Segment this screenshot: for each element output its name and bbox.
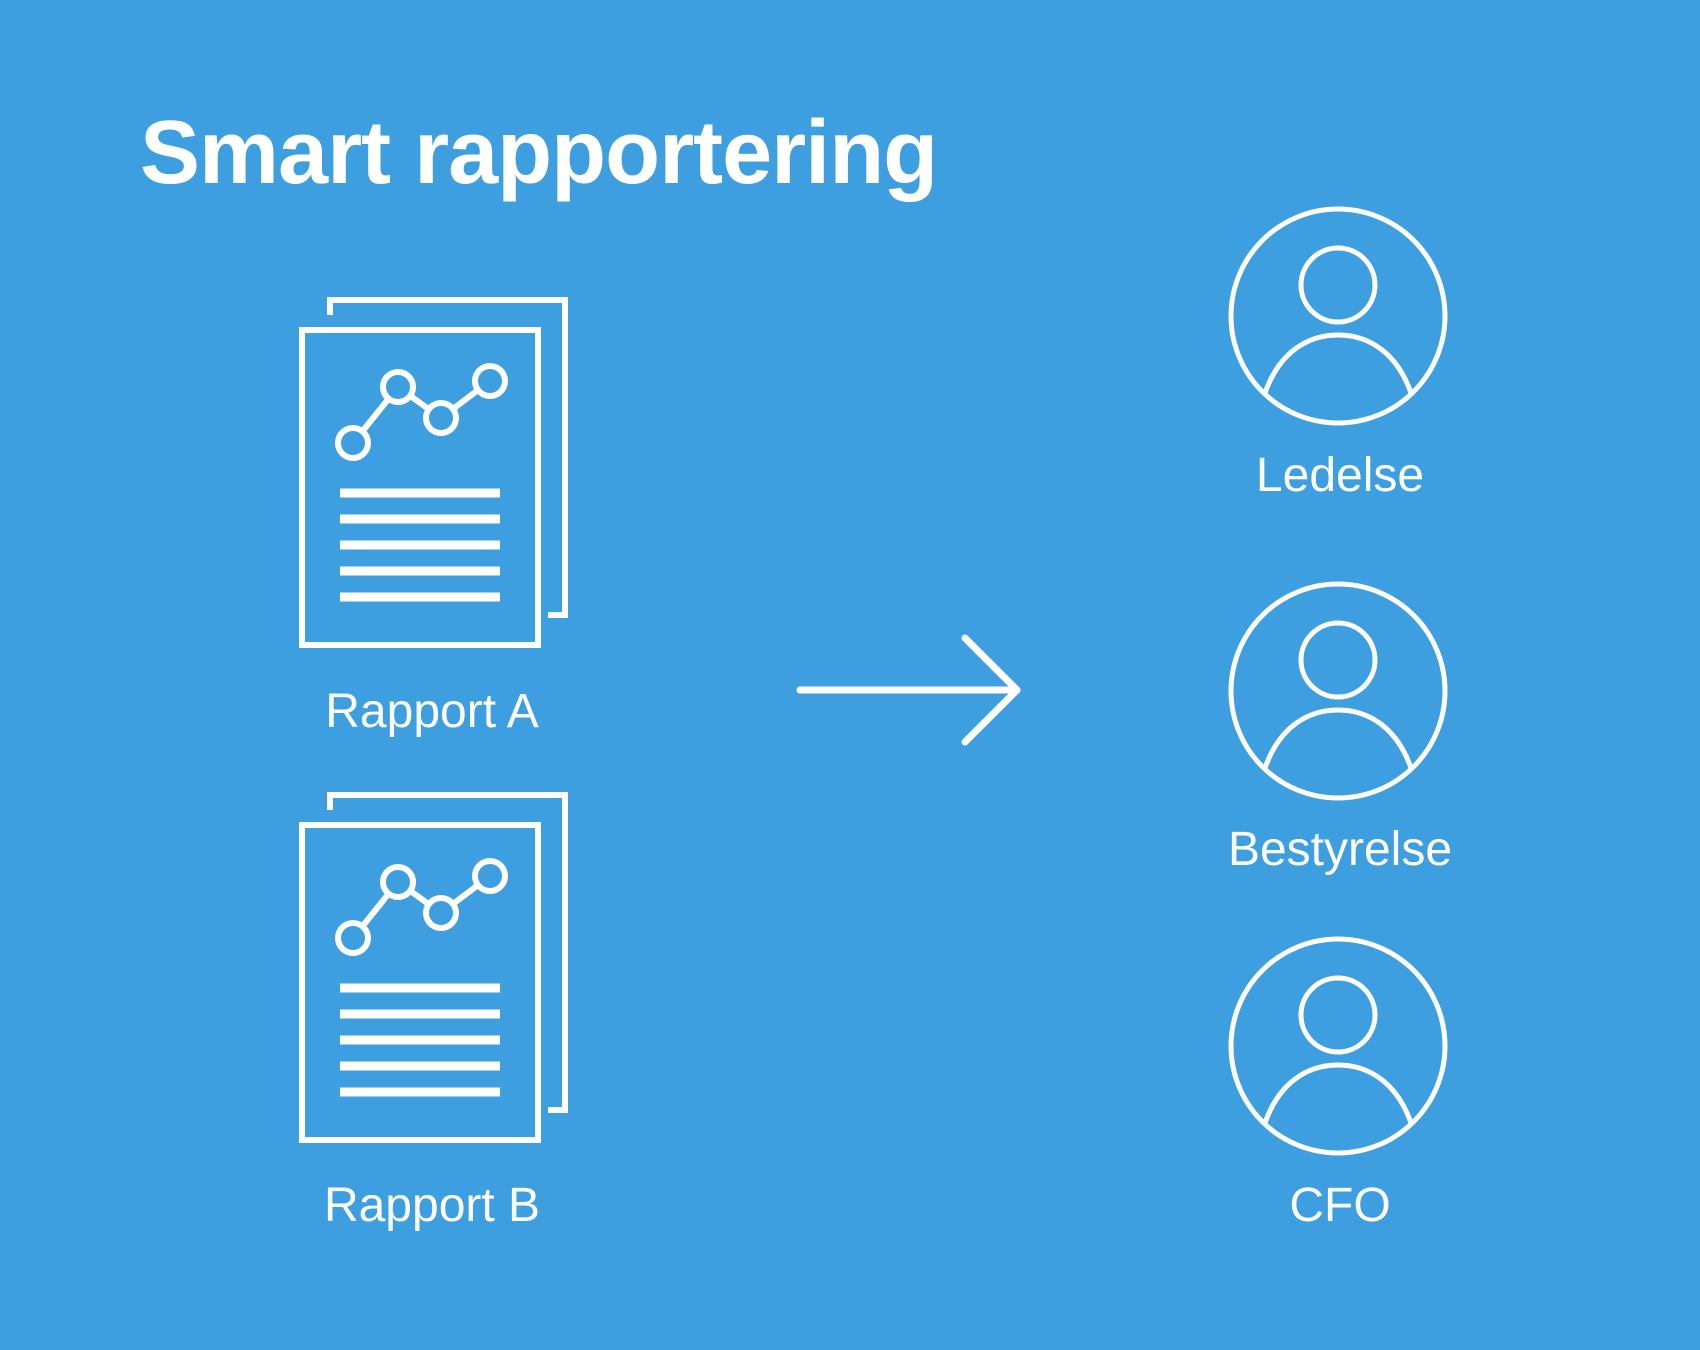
arrow-right-icon <box>796 634 1021 746</box>
user-avatar-icon <box>1228 936 1448 1156</box>
report-label: Rapport B <box>323 1179 541 1232</box>
user-avatar-icon <box>1228 206 1448 426</box>
recipient-label: Ledelse <box>1255 449 1425 502</box>
report-label: Rapport A <box>325 685 539 738</box>
report-document-icon <box>299 792 568 1143</box>
report-document-icon <box>299 297 568 648</box>
recipient-label: CFO <box>1289 1179 1391 1232</box>
user-avatar-icon <box>1228 581 1448 801</box>
page-title: Smart rapportering <box>140 103 938 203</box>
recipient-label: Bestyrelse <box>1227 823 1453 876</box>
